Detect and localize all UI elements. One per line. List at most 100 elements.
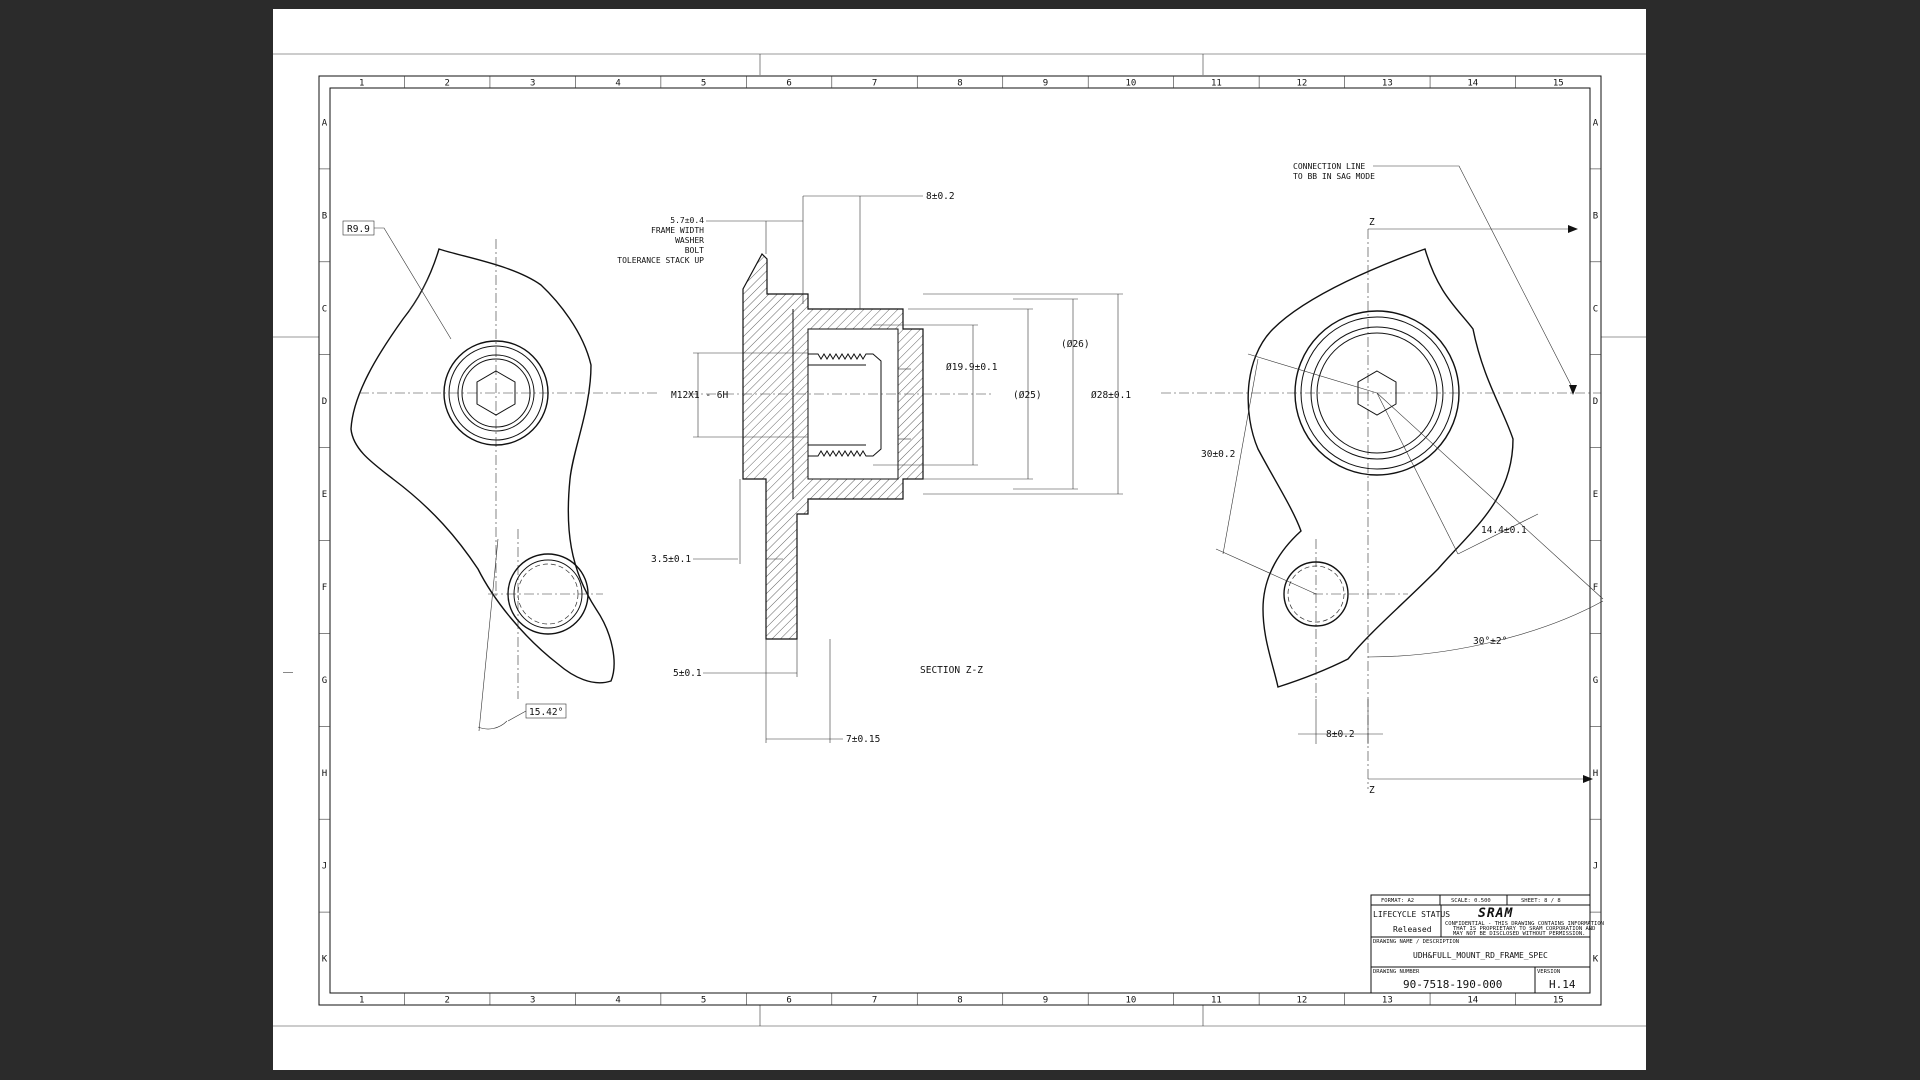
grid-col-label: 10 — [1126, 79, 1137, 89]
grid-col-label: 3 — [530, 79, 535, 89]
stack-label-3: WASHER — [675, 236, 704, 245]
confidential-3: MAY NOT BE DISCLOSED WITHOUT PERMISSION. — [1453, 931, 1585, 937]
title-block: FORMAT: A2 SCALE: 0.500 SHEET: 8 / 8 LIF… — [1370, 894, 1604, 994]
section-title: SECTION Z-Z — [920, 665, 983, 676]
grid-col-label: 2 — [444, 996, 449, 1006]
grid-col-label: 13 — [1382, 996, 1393, 1006]
confidential-1: CONFIDENTIAL - THIS DRAWING CONTAINS INF… — [1445, 921, 1604, 927]
grid-row-label: B — [322, 211, 327, 221]
grid-col-label: 10 — [1126, 996, 1137, 1006]
grid-col-label: 9 — [1043, 79, 1048, 89]
section-mark-top: Z — [1369, 217, 1375, 228]
grid-row-label: A — [322, 118, 328, 128]
drawing-number: 90-7518-190-000 — [1403, 978, 1502, 991]
grid-col-label: 15 — [1553, 79, 1564, 89]
grid-row-label: C — [322, 304, 327, 314]
format-cell: FORMAT: A2 — [1381, 898, 1414, 904]
sheet-cell: SHEET: 8 / 8 — [1521, 898, 1561, 904]
drawing-description: UDH&FULL_MOUNT_RD_FRAME_SPEC — [1413, 951, 1548, 960]
grid-row-label: G — [322, 676, 327, 686]
dim-30: 30±0.2 — [1201, 449, 1235, 460]
grid-col-label: 8 — [957, 996, 962, 1006]
grid-col-label: 3 — [530, 996, 535, 1006]
dia-26: (Ø26) — [1061, 339, 1090, 350]
viewer-margin-mark — [283, 672, 293, 673]
grid-col-label: 6 — [786, 996, 791, 1006]
grid-col-label: 5 — [701, 79, 706, 89]
stack-label-1: 5.7±0.4 — [670, 216, 704, 225]
stack-label-5: TOLERANCE STACK UP — [617, 256, 704, 265]
grid-row-label: J — [322, 862, 327, 872]
section-view: 8±0.2 5.7±0.4 FRAME WIDTH WASHER BOLT TO… — [617, 191, 1131, 745]
grid-col-label: 4 — [615, 996, 620, 1006]
right-view: Z Z CONNECTION LINE TO BB IN SAG MODE 30… — [1161, 162, 1604, 796]
angle-label-left: 15.42° — [529, 707, 563, 718]
grid-col-label: 14 — [1467, 79, 1478, 89]
dim-8-right: 8±0.2 — [1326, 729, 1355, 740]
grid-col-label: 12 — [1296, 996, 1307, 1006]
grid-col-label: 2 — [444, 79, 449, 89]
description-label: DRAWING NAME / DESCRIPTION — [1373, 939, 1459, 945]
sram-logo: SRAM — [1478, 906, 1513, 921]
scale-cell: SCALE: 0.500 — [1451, 898, 1491, 904]
connection-note-2: TO BB IN SAG MODE — [1293, 172, 1375, 181]
grid-col-label: 7 — [872, 996, 877, 1006]
zone-grid: 1122334455667788991010111112121313141415… — [319, 76, 1601, 1006]
grid-col-label: 1 — [359, 996, 364, 1006]
dia-28: Ø28±0.1 — [1091, 390, 1131, 401]
grid-col-label: 13 — [1382, 79, 1393, 89]
grid-row-label: A — [1593, 118, 1599, 128]
sheet-frame — [273, 53, 1646, 1027]
grid-row-label: H — [322, 769, 327, 779]
dia-19-9: Ø19.9±0.1 — [946, 362, 998, 373]
stack-label-2: FRAME WIDTH — [651, 226, 704, 235]
grid-col-label: 8 — [957, 79, 962, 89]
grid-col-label: 9 — [1043, 996, 1048, 1006]
grid-row-label: E — [322, 490, 327, 500]
dropout-outline-left — [350, 248, 615, 684]
dim-top: 8±0.2 — [926, 191, 955, 202]
grid-col-label: 5 — [701, 996, 706, 1006]
drawing-number-label: DRAWING NUMBER — [1373, 969, 1420, 975]
dim-5: 5±0.1 — [673, 668, 702, 679]
grid-col-label: 14 — [1467, 996, 1478, 1006]
dim-angle: 30°±2° — [1473, 636, 1507, 647]
confidential-2: THAT IS PROPRIETARY TO SRAM CORPORATION … — [1453, 926, 1595, 932]
grid-row-label: B — [1593, 211, 1598, 221]
connection-note-1: CONNECTION LINE — [1293, 162, 1365, 171]
lifecycle-status-label: LIFECYCLE STATUS — [1373, 910, 1450, 919]
grid-col-label: 1 — [359, 79, 364, 89]
grid-row-label: K — [1593, 955, 1599, 965]
grid-col-label: 11 — [1211, 996, 1222, 1006]
grid-col-label: 11 — [1211, 79, 1222, 89]
left-view: R9.9 15.42° — [342, 220, 660, 732]
grid-row-label: H — [1593, 769, 1598, 779]
radius-label: R9.9 — [347, 224, 370, 235]
grid-col-label: 7 — [872, 79, 877, 89]
grid-row-label: J — [1593, 862, 1598, 872]
grid-row-label: F — [1593, 583, 1598, 593]
dim-flange: 3.5±0.1 — [651, 554, 691, 565]
grid-col-label: 15 — [1553, 996, 1564, 1006]
grid-row-label: G — [1593, 676, 1598, 686]
dia-25: (Ø25) — [1013, 390, 1042, 401]
grid-row-label: D — [1593, 397, 1598, 407]
grid-row-label: C — [1593, 304, 1598, 314]
grid-col-label: 12 — [1296, 79, 1307, 89]
grid-col-label: 6 — [786, 79, 791, 89]
version: H.14 — [1549, 978, 1576, 991]
dim-14-4: 14.4±0.1 — [1481, 525, 1527, 536]
dropout-outline-right — [1247, 248, 1514, 688]
thread-spec: M12X1 - 6H — [671, 390, 728, 401]
grid-row-label: D — [322, 397, 327, 407]
section-mark-bottom: Z — [1369, 785, 1375, 796]
grid-col-label: 4 — [615, 79, 620, 89]
version-label: VERSION — [1537, 969, 1560, 975]
grid-row-label: E — [1593, 490, 1598, 500]
lifecycle-status-value: Released — [1393, 925, 1432, 934]
technical-drawing: 1122334455667788991010111112121313141415… — [273, 53, 1646, 1027]
dim-7: 7±0.15 — [846, 734, 880, 745]
stack-label-4: BOLT — [685, 246, 704, 255]
grid-row-label: F — [322, 583, 327, 593]
